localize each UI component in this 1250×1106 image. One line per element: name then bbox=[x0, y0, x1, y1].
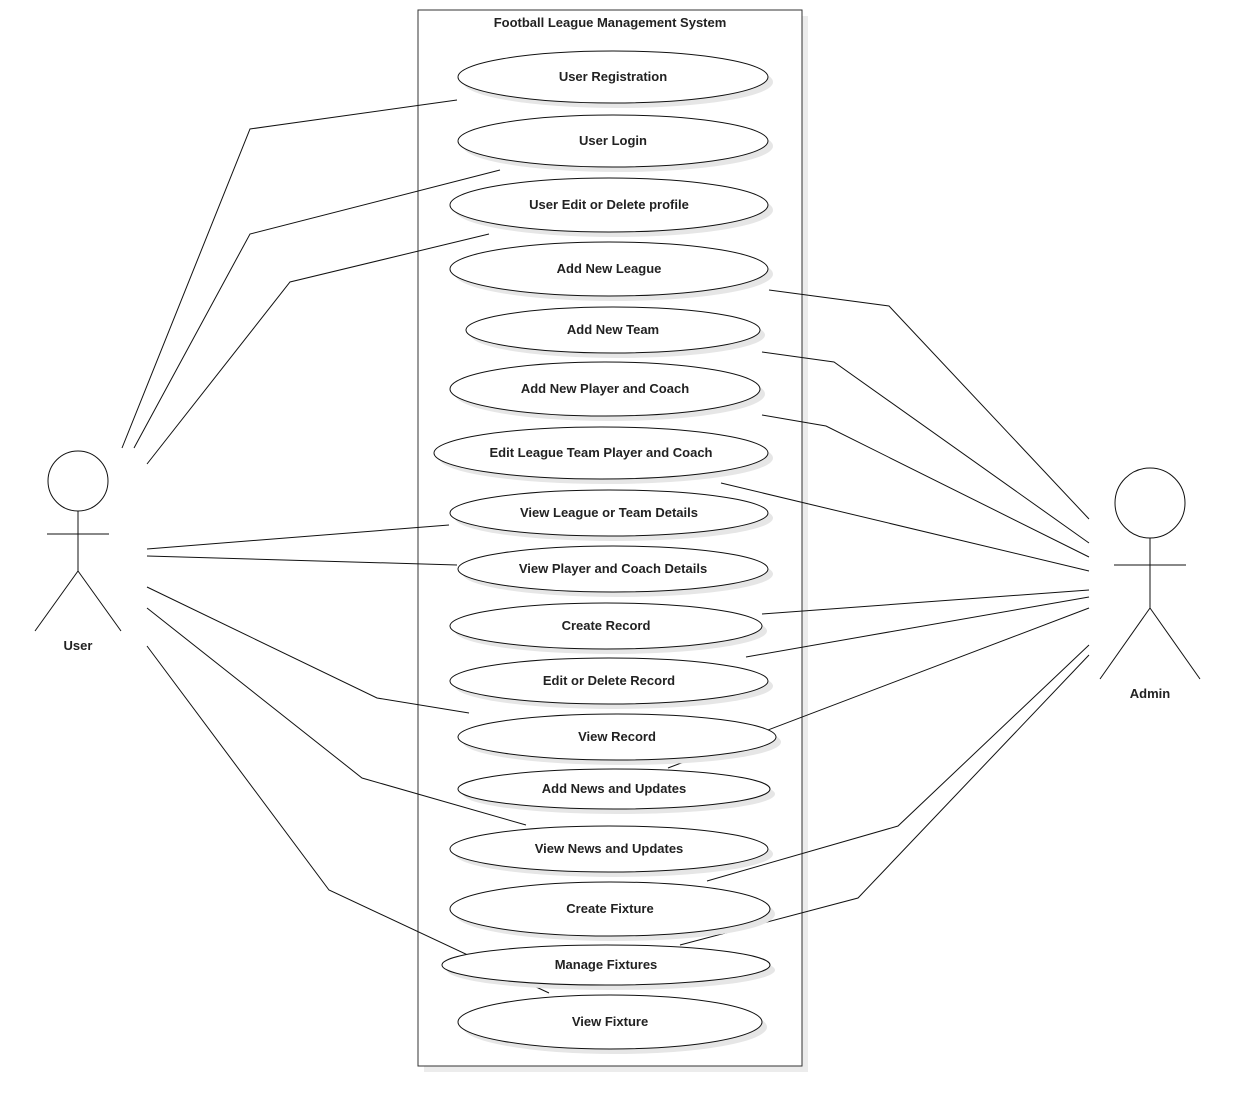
use-case-label: Edit or Delete Record bbox=[543, 673, 675, 688]
association-admin-uc14 bbox=[706, 644, 1090, 882]
use-case-ellipse[interactable] bbox=[457, 114, 769, 168]
use-case-label: View Fixture bbox=[572, 1014, 648, 1029]
use-case-label: View Player and Coach Details bbox=[519, 561, 707, 576]
use-case-label: Create Record bbox=[562, 618, 651, 633]
actor-user-right-leg bbox=[77, 570, 122, 632]
use-case-uc2[interactable]: User Edit or Delete profile bbox=[449, 177, 773, 237]
use-case-uc13[interactable]: View News and Updates bbox=[449, 825, 773, 877]
use-case-uc9[interactable]: Create Record bbox=[449, 602, 767, 654]
association-user-uc1 bbox=[133, 169, 501, 449]
use-case-ellipse[interactable] bbox=[441, 944, 771, 986]
use-case-uc4[interactable]: Add New Team bbox=[465, 306, 765, 358]
use-case-ellipse[interactable] bbox=[449, 177, 769, 233]
use-case-uc12[interactable]: Add News and Updates bbox=[457, 768, 775, 814]
use-case-ellipse[interactable] bbox=[449, 881, 771, 937]
association-user-uc0 bbox=[121, 99, 458, 449]
actor-admin-right-leg bbox=[1149, 607, 1201, 680]
actor-user-left-leg bbox=[34, 570, 79, 632]
use-case-ellipse[interactable] bbox=[457, 994, 763, 1050]
use-case-uc5[interactable]: Add New Player and Coach bbox=[449, 361, 765, 421]
use-case-ellipse[interactable] bbox=[457, 713, 777, 761]
use-case-label: Add News and Updates bbox=[542, 781, 686, 796]
use-case-uc3[interactable]: Add New League bbox=[449, 241, 773, 301]
association-admin-uc3 bbox=[768, 289, 1090, 520]
actor-user[interactable]: User bbox=[34, 450, 122, 653]
actor-admin-head bbox=[1114, 467, 1186, 539]
association-admin-uc6 bbox=[720, 482, 1090, 572]
association-user-uc13 bbox=[146, 607, 527, 826]
use-case-label: View League or Team Details bbox=[520, 505, 698, 520]
actor-user-label: User bbox=[64, 638, 93, 653]
system-title: Football League Management System bbox=[494, 15, 727, 30]
actor-admin-left-leg bbox=[1099, 607, 1151, 680]
use-case-uc1[interactable]: User Login bbox=[457, 114, 773, 172]
use-case-label: Manage Fixtures bbox=[555, 957, 658, 972]
use-case-label: Add New Team bbox=[567, 322, 659, 337]
use-case-uc16[interactable]: View Fixture bbox=[457, 994, 767, 1054]
use-case-ellipse[interactable] bbox=[449, 361, 761, 417]
use-case-ellipse[interactable] bbox=[433, 426, 769, 480]
association-admin-uc9 bbox=[761, 589, 1090, 615]
association-user-uc7 bbox=[146, 524, 450, 550]
association-admin-uc10 bbox=[745, 596, 1090, 658]
use-case-label: Create Fixture bbox=[566, 901, 653, 916]
use-case-ellipse[interactable] bbox=[449, 602, 763, 650]
use-case-ellipse[interactable] bbox=[449, 241, 769, 297]
actor-user-head bbox=[47, 450, 109, 512]
use-case-uc15[interactable]: Manage Fixtures bbox=[441, 944, 775, 990]
use-case-ellipse[interactable] bbox=[449, 489, 769, 537]
association-admin-uc5 bbox=[761, 414, 1090, 558]
use-case-uc11[interactable]: View Record bbox=[457, 713, 781, 765]
use-case-label: User Edit or Delete profile bbox=[529, 197, 689, 212]
use-case-label: User Login bbox=[579, 133, 647, 148]
use-case-label: Edit League Team Player and Coach bbox=[490, 445, 713, 460]
use-case-uc7[interactable]: View League or Team Details bbox=[449, 489, 773, 541]
actor-admin[interactable]: Admin bbox=[1099, 467, 1201, 701]
actor-admin-label: Admin bbox=[1130, 686, 1171, 701]
use-case-ellipse[interactable] bbox=[457, 545, 769, 593]
use-case-ellipse[interactable] bbox=[465, 306, 761, 354]
use-case-label: View News and Updates bbox=[535, 841, 684, 856]
association-user-uc8 bbox=[146, 555, 458, 566]
use-case-label: Add New Player and Coach bbox=[521, 381, 689, 396]
association-admin-uc4 bbox=[761, 351, 1090, 544]
use-case-ellipse[interactable] bbox=[449, 657, 769, 705]
use-case-uc8[interactable]: View Player and Coach Details bbox=[457, 545, 773, 597]
use-case-uc0[interactable]: User Registration bbox=[457, 50, 773, 108]
use-case-uc14[interactable]: Create Fixture bbox=[449, 881, 775, 941]
association-user-uc2 bbox=[146, 233, 490, 465]
associations bbox=[121, 99, 1090, 994]
use-case-label: User Registration bbox=[559, 69, 667, 84]
use-case-ellipse[interactable] bbox=[457, 50, 769, 104]
association-user-uc11 bbox=[146, 586, 470, 714]
use-case-ellipse[interactable] bbox=[457, 768, 771, 810]
use-case-uc6[interactable]: Edit League Team Player and Coach bbox=[433, 426, 773, 484]
use-case-uc10[interactable]: Edit or Delete Record bbox=[449, 657, 773, 709]
use-case-ellipse[interactable] bbox=[449, 825, 769, 873]
use-case-label: View Record bbox=[578, 729, 656, 744]
use-case-label: Add New League bbox=[557, 261, 662, 276]
